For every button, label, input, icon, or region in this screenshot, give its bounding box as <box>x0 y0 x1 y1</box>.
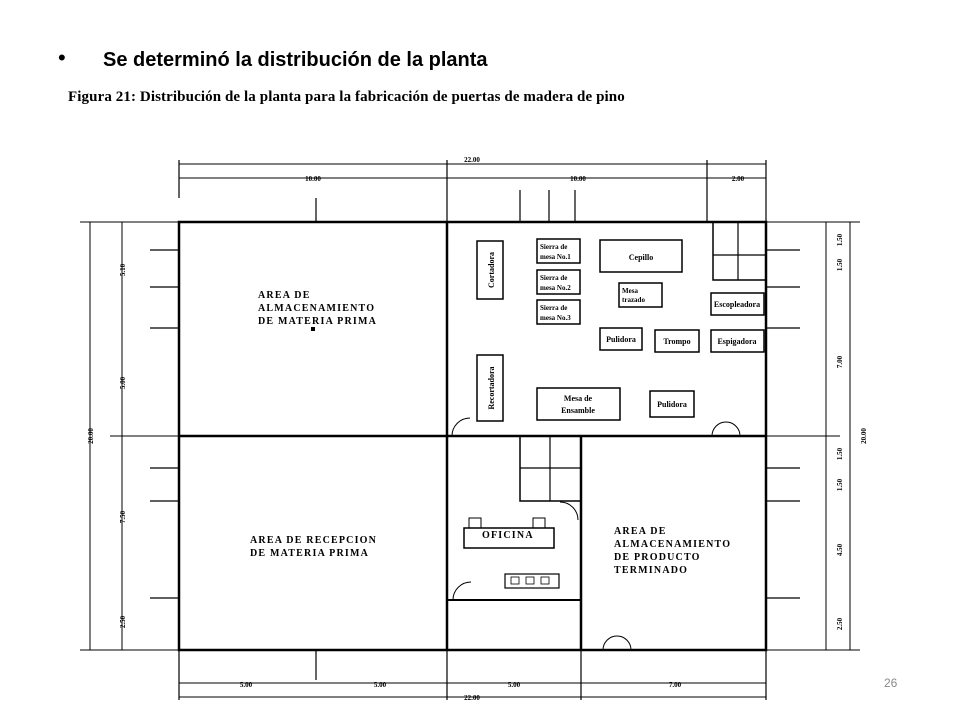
dim-top-left: 10.00 <box>305 175 321 183</box>
label-reception: AREA DE RECEPCION DE MATERIA PRIMA <box>250 535 377 559</box>
dim-right-7: 2.50 <box>836 617 844 630</box>
label-escopleadora: Escopleadora <box>714 300 760 309</box>
dim-bottom-3: 5.00 <box>508 681 521 689</box>
restroom-block-top <box>712 221 767 281</box>
svg-text:Ensamble: Ensamble <box>561 406 595 415</box>
dim-top-right: 2.00 <box>732 175 745 183</box>
office-cabinet <box>504 573 560 589</box>
dim-top-total: 22.00 <box>464 156 480 164</box>
dim-left-1: 5.10 <box>119 263 127 276</box>
label-trompo: Trompo <box>663 337 690 346</box>
dim-right-total: 20.00 <box>860 428 868 444</box>
label-finished-storage: AREA DE ALMACENAMIENTO DE PRODUCTO TERMI… <box>614 526 731 576</box>
dim-right-4: 1.50 <box>836 447 844 460</box>
svg-text:ALMACENAMIENTO: ALMACENAMIENTO <box>258 303 375 314</box>
label-mesa-ensamble: Mesa de Ensamble <box>561 394 595 415</box>
equip-sierra-1 <box>536 238 581 264</box>
label-raw-storage: AREA DE ALMACENAMIENTO DE MATERIA PRIMA <box>258 290 377 327</box>
svg-text:Sierra de: Sierra de <box>540 243 567 251</box>
equip-cortadora <box>476 240 504 300</box>
svg-text:ALMACENAMIENTO: ALMACENAMIENTO <box>614 539 731 550</box>
svg-text:mesa No.2: mesa No.2 <box>540 284 571 292</box>
equip-mesa-ensamble <box>536 387 621 421</box>
office-desk <box>463 527 555 549</box>
label-mesa-trazado: Mesa trazado <box>622 287 645 304</box>
marker-dot <box>311 327 315 331</box>
dim-right-5: 1.50 <box>836 478 844 491</box>
label-sierra-2: Sierra de mesa No.2 <box>540 274 571 292</box>
dim-right-3: 7.00 <box>836 355 844 368</box>
dim-left-2: 5.00 <box>119 376 127 389</box>
equip-trompo <box>654 329 700 353</box>
svg-text:TERMINADO: TERMINADO <box>614 565 688 576</box>
dim-bottom-4: 7.00 <box>669 681 682 689</box>
svg-text:DE PRODUCTO: DE PRODUCTO <box>614 552 701 563</box>
dim-right-2: 1.50 <box>836 258 844 271</box>
equip-pulidora-1 <box>599 327 643 351</box>
dim-right-1: 1.50 <box>836 233 844 246</box>
label-pulidora-1: Pulidora <box>606 335 636 344</box>
svg-text:mesa No.3: mesa No.3 <box>540 314 571 322</box>
label-pulidora-2: Pulidora <box>657 400 687 409</box>
svg-text:Sierra de: Sierra de <box>540 274 567 282</box>
figure-caption: Figura 21: Distribución de la planta par… <box>68 89 625 105</box>
svg-text:trazado: trazado <box>622 296 645 304</box>
dim-left-total: 20.00 <box>87 428 95 444</box>
svg-text:AREA DE RECEPCION: AREA DE RECEPCION <box>250 535 377 546</box>
equip-recortadora <box>476 354 504 422</box>
svg-text:AREA DE: AREA DE <box>258 290 311 301</box>
svg-text:mesa No.1: mesa No.1 <box>540 253 571 261</box>
equip-mesa-trazado <box>618 282 663 308</box>
svg-text:DE MATERIA PRIMA: DE MATERIA PRIMA <box>258 316 377 327</box>
bullet-marker: • <box>58 45 66 70</box>
equip-sierra-3 <box>536 299 581 325</box>
dim-right-6: 4.50 <box>836 543 844 556</box>
label-recortadora: Recortadora <box>487 366 496 409</box>
label-cepillo: Cepillo <box>629 253 653 262</box>
dim-left-4: 2.50 <box>119 615 127 628</box>
slide-heading: Se determinó la distribución de la plant… <box>103 49 488 71</box>
equip-escopleadora <box>710 292 765 316</box>
label-office: OFICINA <box>482 530 534 541</box>
label-sierra-3: Sierra de mesa No.3 <box>540 304 571 322</box>
equip-sierra-2 <box>536 269 581 295</box>
label-espigadora: Espigadora <box>717 337 756 346</box>
dim-top-mid: 10.00 <box>570 175 586 183</box>
equip-espigadora <box>710 329 765 353</box>
equip-pulidora-2 <box>649 390 695 418</box>
label-cortadora: Cortadora <box>487 252 496 288</box>
label-sierra-1: Sierra de mesa No.1 <box>540 243 571 261</box>
svg-text:Mesa de: Mesa de <box>564 394 593 403</box>
dim-bottom-1: 5.00 <box>240 681 253 689</box>
svg-text:Mesa: Mesa <box>622 287 638 295</box>
equip-cepillo <box>599 239 683 273</box>
dim-bottom-total: 22.00 <box>464 694 480 702</box>
page-number: 26 <box>884 676 898 690</box>
svg-text:DE MATERIA PRIMA: DE MATERIA PRIMA <box>250 548 369 559</box>
svg-text:AREA DE: AREA DE <box>614 526 667 537</box>
dim-bottom-2: 5.00 <box>374 681 387 689</box>
dim-left-3: 7.50 <box>119 510 127 523</box>
svg-text:Sierra de: Sierra de <box>540 304 567 312</box>
